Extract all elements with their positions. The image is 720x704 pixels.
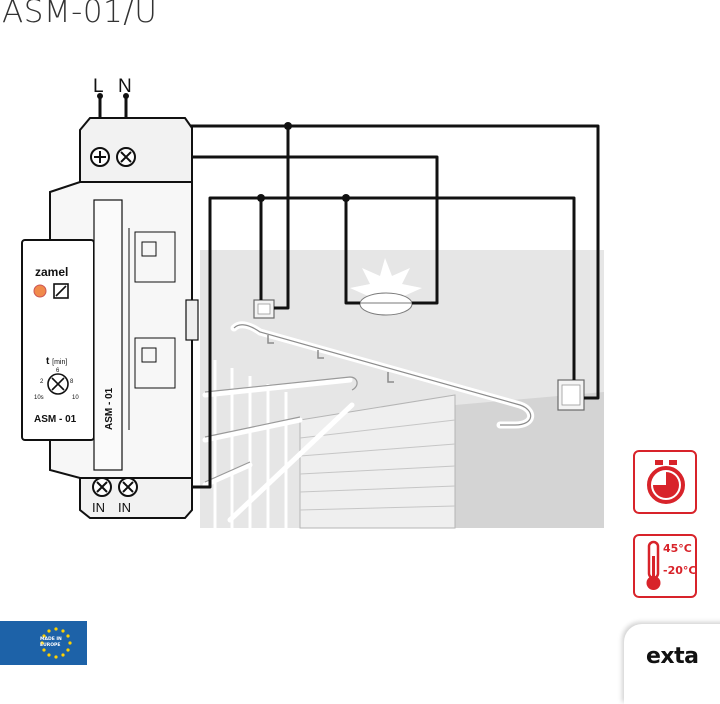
time-label: t [min] (46, 356, 67, 367)
terminal-label-in-right: IN (118, 500, 131, 515)
timer-badge (633, 450, 697, 514)
temp-min-label: -20°C (663, 564, 697, 577)
time-dial (47, 373, 69, 395)
terminal-top-right (116, 147, 136, 167)
eu-badge-line2: EUROPE (40, 643, 61, 648)
made-in-europe-badge: MADE IN EUROPE (0, 621, 87, 665)
terminal-label-l: L (93, 76, 104, 97)
terminal-bottom-left (92, 477, 112, 497)
dial-mark-8: 8 (70, 379, 74, 385)
relay-icon (53, 283, 69, 299)
dial-mark-10: 10 (72, 395, 79, 401)
stopwatch-icon (647, 460, 685, 504)
device-model: ASM - 01 (34, 414, 77, 425)
status-led (33, 284, 47, 298)
terminal-label-n: N (118, 76, 132, 97)
thermometer-icon (646, 540, 661, 590)
terminal-top-left (90, 147, 110, 167)
dial-mark-6: 6 (56, 368, 60, 374)
eu-badge-line1: MADE IN (40, 637, 62, 642)
temp-max-label: 45°C (663, 542, 692, 555)
page-title: ASM-01/U (2, 0, 158, 30)
lamp-icon (350, 258, 422, 316)
device-brand: zamel (35, 265, 68, 279)
temperature-badge: 45°C -20°C (633, 534, 697, 598)
dial-mark-2: 2 (40, 379, 44, 385)
brand-logo-text: exta (646, 644, 699, 669)
device-side-label: ASM - 01 (104, 387, 115, 430)
push-button-left (253, 299, 275, 319)
dial-mark-10s: 10s (34, 395, 44, 401)
push-button-right (557, 379, 585, 411)
terminal-label-in-left: IN (92, 500, 105, 515)
terminal-bottom-right (118, 477, 138, 497)
wiring-diagram: zamel t [min] 2 6 8 10s 10 ASM - 01 ASM … (21, 76, 604, 529)
brand-footer: exta (624, 624, 720, 704)
asm-01-device (21, 117, 199, 519)
eu-stars-icon (40, 627, 72, 659)
